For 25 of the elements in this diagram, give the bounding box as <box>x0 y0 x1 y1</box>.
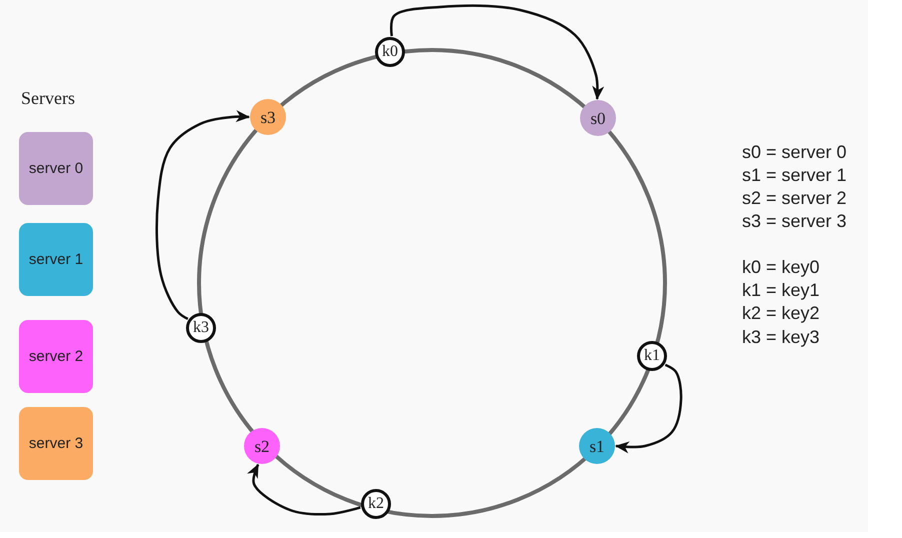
node-label: s3 <box>260 108 276 126</box>
node-label: s2 <box>254 438 270 454</box>
abbreviation-note: k2 = key2 <box>742 303 820 325</box>
arrow <box>156 110 250 320</box>
node-label: k0 <box>382 44 398 60</box>
legend-heading: Servers <box>21 88 75 110</box>
legend-label: server 0 <box>28 160 84 178</box>
node-label: k1 <box>644 348 660 364</box>
abbreviation-note: s0 = server 0 <box>742 142 847 164</box>
abbreviation-note: s1 = server 1 <box>742 165 847 187</box>
legend-label: server 2 <box>28 348 84 366</box>
abbreviation-note: s2 = server 2 <box>742 188 847 210</box>
node-label: s0 <box>590 110 606 126</box>
legend-label: server 3 <box>28 434 84 452</box>
node-label: k2 <box>368 496 384 512</box>
abbreviation-note: s3 = server 3 <box>742 211 847 233</box>
abbreviation-note: k1 = key1 <box>742 280 820 302</box>
node-label: s1 <box>589 438 605 454</box>
arrow <box>247 464 361 516</box>
arrow <box>615 364 682 454</box>
abbreviation-note: k3 = key3 <box>742 327 820 349</box>
arrow <box>390 4 604 100</box>
abbreviation-note: k0 = key0 <box>742 257 820 279</box>
node-label: k3 <box>193 320 209 336</box>
legend-label: server 1 <box>28 250 84 268</box>
